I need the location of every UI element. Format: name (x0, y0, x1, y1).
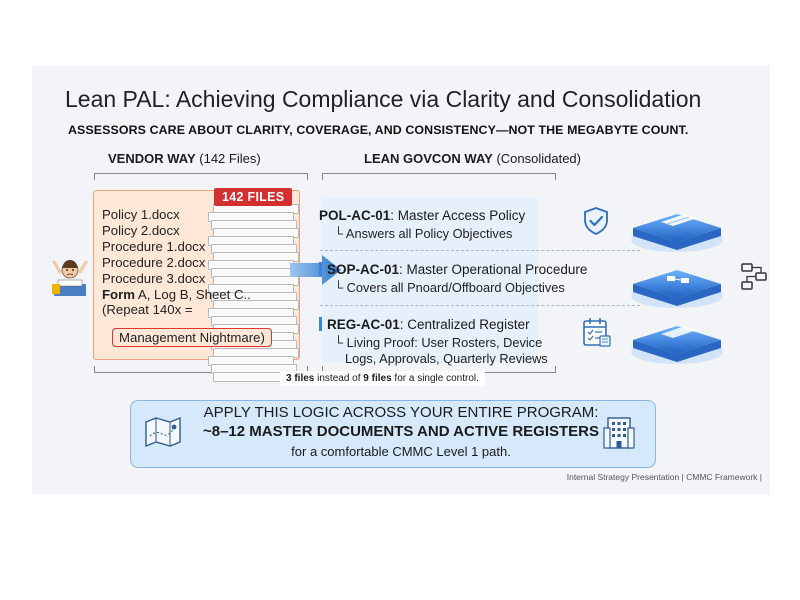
accent-bar (319, 317, 322, 331)
apply-line-3: for a comfortable CMMC Level 1 path. (291, 444, 511, 459)
branch-glyph: └ (334, 335, 347, 350)
vendor-heading-bold: VENDOR WAY (108, 151, 196, 166)
branch-glyph: └ (334, 226, 346, 241)
management-nightmare-label: Management Nightmare) (112, 328, 272, 347)
form-bold: Form (102, 286, 135, 302)
file-item: Procedure 2.docx (102, 254, 206, 270)
accent-bar (319, 262, 322, 276)
files-comparison-note: 3 files instead of 9 files for a single … (280, 371, 485, 386)
vendor-bracket-top (94, 173, 308, 180)
vendor-heading: VENDOR WAY (142 Files) (108, 151, 261, 166)
note-bold-a: 3 files (286, 373, 315, 384)
file-item: Policy 2.docx (102, 222, 180, 238)
entry-reg: REG-AC-01: Centralized Register (319, 316, 530, 334)
register-server-icon (631, 326, 723, 364)
entry-pol: POL-AC-01: Master Access Policy (319, 207, 525, 225)
entry-desc: Living Proof: User Rosters, Device (346, 335, 543, 350)
divider (320, 250, 640, 251)
document-server-icon (631, 214, 723, 252)
entry-reg-desc-1: └ Living Proof: User Rosters, Device (334, 334, 542, 352)
slide: Lean PAL: Achieving Compliance via Clari… (32, 66, 770, 494)
apply-line-1: APPLY THIS LOGIC ACROSS YOUR ENTIRE PROG… (203, 404, 599, 421)
entry-reg-desc-2: Logs, Approvals, Quarterly Reviews (345, 350, 548, 368)
entry-title: : Master Access Policy (390, 208, 526, 223)
page-title: Lean PAL: Achieving Compliance via Clari… (65, 86, 702, 112)
arrow-right-icon (290, 255, 341, 285)
building-icon (603, 417, 635, 449)
entry-code: POL-AC-01 (319, 208, 391, 223)
stressed-person-icon (52, 260, 88, 296)
entry-title: : Centralized Register (399, 317, 530, 332)
calendar-register-icon (583, 318, 611, 347)
note-end: for a single control. (391, 373, 479, 384)
file-item: Policy 1.docx (102, 207, 180, 222)
divider (320, 305, 640, 306)
branch-glyph: └ (334, 280, 347, 295)
blueprint-map-icon (145, 416, 181, 448)
footer-text: Internal Strategy Presentation | CMMC Fr… (566, 472, 762, 482)
page-subtitle: ASSESSORS CARE ABOUT CLARITY, COVERAGE, … (68, 123, 689, 137)
vendor-bracket-bottom (94, 366, 308, 373)
entry-desc: Answers all Policy Objectives (345, 226, 513, 241)
entry-desc: Covers all Pnoard/Offboard Objectives (346, 280, 565, 295)
entry-code: SOP-AC-01 (327, 262, 400, 277)
lean-panel (321, 197, 538, 362)
entry-pol-desc: └ Answers all Policy Objectives (334, 225, 512, 243)
lean-bracket-top (322, 173, 556, 180)
form-line: Form A, Log B, Sheet C.. (102, 287, 251, 303)
note-mid: instead of (314, 373, 364, 384)
entry-desc: Logs, Approvals, Quarterly Reviews (345, 351, 548, 366)
entry-sop: SOP-AC-01: Master Operational Procedure (319, 261, 587, 279)
lean-heading-bold: LEAN GOVCON WAY (364, 151, 493, 166)
entry-code: REG-AC-01 (327, 317, 400, 332)
apply-callout (130, 400, 656, 468)
file-item: Procedure 3.docx (102, 270, 206, 286)
repeat-line: (Repeat 140x = (102, 302, 193, 318)
vendor-file-list: Policy 1.docx Policy 2.docx Procedure 1.… (102, 207, 251, 318)
note-bold-b: 9 files (363, 373, 392, 384)
entry-sop-desc: └ Covers all Pnoard/Offboard Objectives (334, 279, 565, 297)
entry-title: : Master Operational Procedure (399, 262, 588, 277)
apply-line-2: ~8–12 MASTER DOCUMENTS AND ACTIVE REGIST… (202, 423, 600, 440)
file-item: Procedure 1.docx (102, 238, 206, 254)
lean-heading: LEAN GOVCON WAY (Consolidated) (364, 151, 581, 166)
files-count-badge: 142 FILES (214, 188, 293, 206)
workflow-server-icon (631, 270, 723, 308)
lean-heading-rest: (Consolidated) (492, 151, 581, 166)
shield-check-icon (584, 207, 608, 235)
workflow-icon (741, 263, 767, 290)
form-rest: A, Log B, Sheet C.. (134, 286, 251, 302)
vendor-heading-rest: (142 Files) (195, 151, 261, 166)
